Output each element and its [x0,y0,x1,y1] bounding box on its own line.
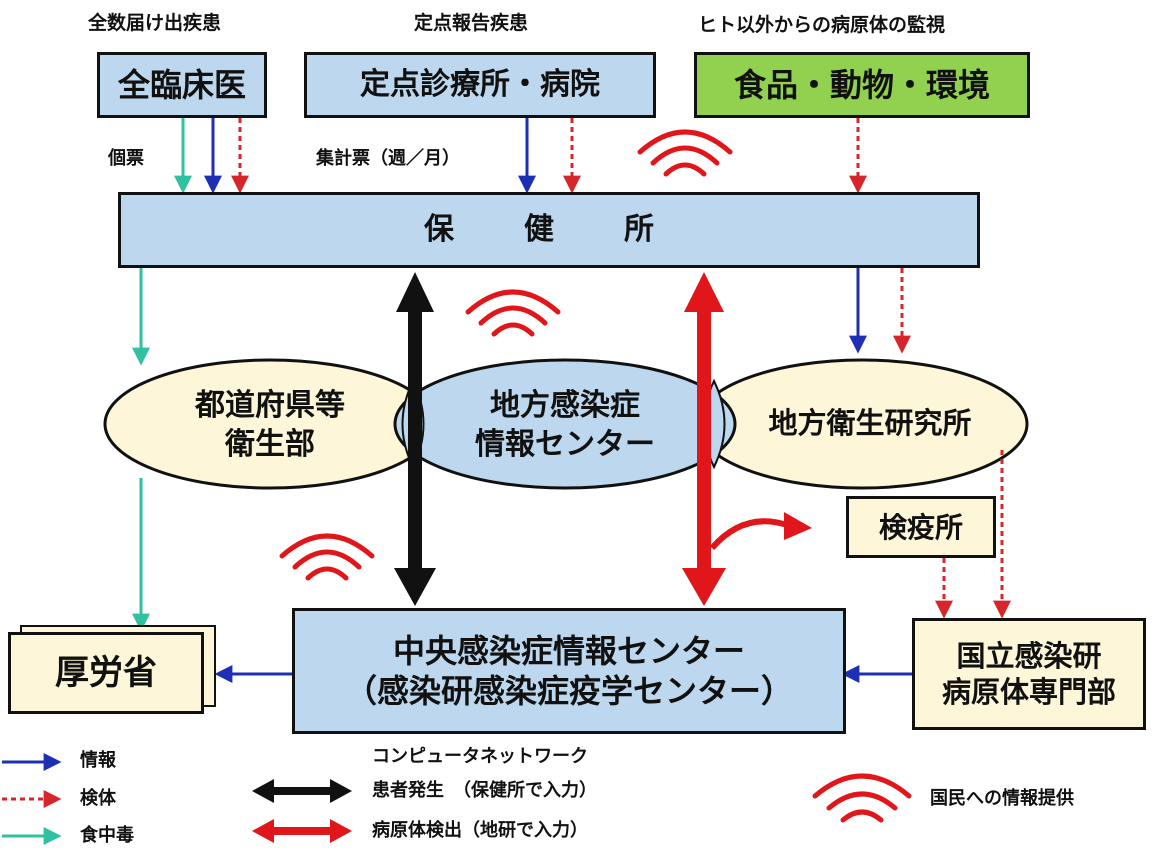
red-curve-arrow [709,518,792,550]
network-red-arrow [682,272,726,606]
legend-pathogen-label: 病原体検出（地研で入力） [372,820,588,841]
legend-food-label: 食中毒 [80,825,134,846]
central-center-box: 中央感染症情報センター （感染研感染症疫学センター） [292,608,846,734]
legend-specimen-label: 検体 [80,788,116,809]
central-center-line1: 中央感染症情報センター [392,632,745,670]
prefecture-line2: 衛生部 [225,427,315,462]
prefecture-line1: 都道府県等 [195,388,345,423]
caption-all-notifiable: 全数届け出疾患 [88,12,222,34]
individual-form-label: 個票 [108,148,144,169]
sentinel-sites-box: 定点診療所・病院 [304,52,656,118]
legend-black-double-arrow [252,779,352,803]
legend-patient-label: 患者発生 （保健所で入力） [372,780,597,801]
legend-info-label: 情報 [80,750,116,771]
local-info-line1: 地方感染症 [490,388,640,423]
caption-sentinel: 定点報告疾患 [414,12,529,34]
local-info-line2: 情報センター [475,427,655,462]
central-center-line2: （感染研感染症疫学センター） [344,672,793,710]
all-clinics-box: 全臨床医 [97,52,267,118]
legend-public-info-label: 国民への情報提供 [930,788,1074,809]
signal-icon [637,129,733,177]
health-center-box: 保 健 所 [118,192,980,268]
caption-non-human: ヒト以外からの病原体の監視 [698,14,946,36]
legend-network-title: コンピュータネットワーク [372,746,588,767]
legend-red-double-arrow [252,819,352,843]
local-lab-label: 地方衛生研究所 [768,406,972,441]
food-env-box: 食品・動物・環境 [694,52,1030,118]
niid-line2: 病原体専門部 [941,675,1116,709]
prefecture-label: 都道府県等 衛生部 [120,380,420,470]
local-info-label: 地方感染症 情報センター [430,380,700,470]
mhlw-box: 厚労省 [8,632,204,714]
local-info-ellipse [393,358,737,490]
signal-icon [279,533,375,581]
aggregate-form-label: 集計票（週／月） [316,148,460,169]
legend-signal-icon [812,773,912,823]
niid-box: 国立感染研 病原体専門部 [912,618,1146,730]
network-black-arrow [394,272,436,606]
quarantine-box: 検疫所 [846,496,996,558]
niid-line1: 国立感染研 [956,638,1102,673]
signal-icon [465,289,561,337]
